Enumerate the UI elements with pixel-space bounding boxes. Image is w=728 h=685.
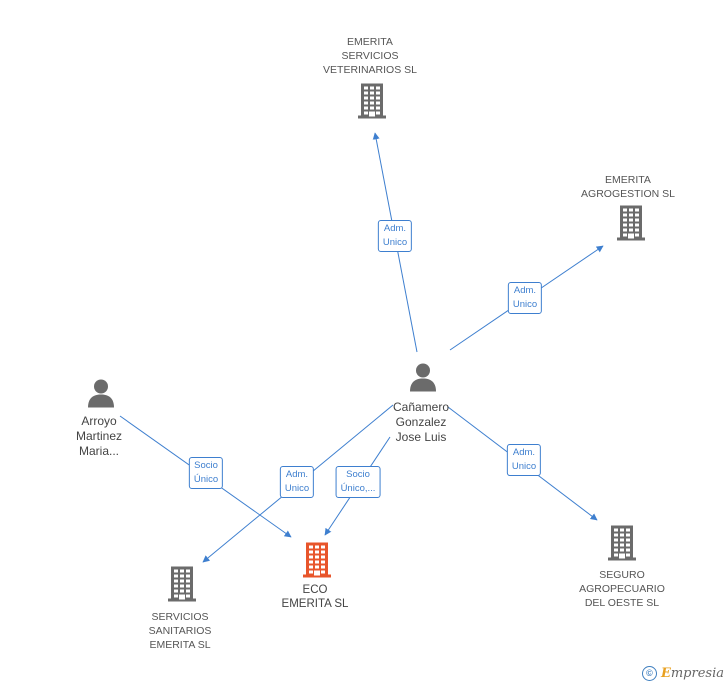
- building-icon[interactable]: [616, 205, 646, 246]
- person-icon[interactable]: [86, 378, 116, 413]
- brand-first-letter: E: [660, 666, 671, 681]
- label-line: SEGURO: [599, 569, 645, 581]
- edge-label-seguro[interactable]: Adm. Unico: [506, 444, 542, 476]
- person-icon[interactable]: [408, 362, 438, 397]
- label-line: EMERITA: [605, 174, 651, 186]
- edge-label-agrogestion[interactable]: Adm. Unico: [507, 282, 543, 314]
- edge-label-line: Unico: [284, 483, 310, 494]
- label-line: ECO: [302, 584, 328, 596]
- label-line: DEL OESTE SL: [584, 597, 660, 609]
- label-line: SANITARIOS: [148, 625, 212, 637]
- edge-label-line: Adm.: [513, 285, 537, 296]
- edge-label-veterinarios[interactable]: Adm. Unico: [377, 220, 413, 252]
- building-icon[interactable]: [607, 525, 637, 566]
- label-line: SERVICIOS: [341, 50, 399, 62]
- building-icon[interactable]: [357, 83, 387, 124]
- building-icon[interactable]: [302, 542, 332, 583]
- edge-label-line: Único,...: [340, 483, 376, 494]
- label-line: SERVICIOS: [151, 611, 209, 623]
- edge-label-eco-canamero[interactable]: Socio Único,...: [335, 466, 381, 498]
- edge-label-sanitarios[interactable]: Adm. Unico: [279, 466, 315, 498]
- edge-label-eco-arroyo[interactable]: Socio Único: [188, 457, 224, 489]
- edge-label-line: Adm.: [285, 469, 309, 480]
- label-line: AGROGESTION SL: [581, 188, 675, 200]
- brand-logo: Empresia: [661, 666, 724, 681]
- node-label-canamero[interactable]: Cañamero Gonzalez Jose Luis: [393, 400, 449, 445]
- edge-label-line: Unico: [512, 299, 538, 310]
- node-label-eco[interactable]: ECO EMERITA SL: [282, 583, 349, 611]
- footer-brand[interactable]: © Empresia: [641, 666, 724, 681]
- label-line: Maria...: [78, 444, 120, 458]
- node-label-agrogestion[interactable]: EMERITA AGROGESTION SL: [581, 173, 675, 201]
- edge-label-line: Socio: [346, 469, 370, 480]
- node-label-veterinarios[interactable]: EMERITA SERVICIOS VETERINARIOS SL: [323, 35, 417, 77]
- building-icon[interactable]: [167, 566, 197, 607]
- label-line: Jose Luis: [395, 430, 447, 444]
- label-line: EMERITA SL: [149, 639, 211, 651]
- edge-label-line: Adm.: [383, 223, 407, 234]
- label-line: Cañamero: [392, 400, 450, 414]
- label-line: Martinez: [75, 429, 123, 443]
- edge-label-line: Unico: [511, 461, 537, 472]
- brand-name: mpresia: [670, 666, 724, 681]
- copyright-icon: ©: [641, 666, 657, 681]
- edge-label-line: Unico: [382, 237, 408, 248]
- edge-label-line: Único: [193, 474, 219, 485]
- label-line: AGROPECUARIO: [579, 583, 665, 595]
- node-label-arroyo[interactable]: Arroyo Martinez Maria...: [76, 414, 122, 459]
- label-line: VETERINARIOS SL: [323, 64, 417, 76]
- edge-label-line: Socio: [194, 460, 218, 471]
- edge-label-line: Adm.: [512, 447, 536, 458]
- label-line: Arroyo: [81, 414, 117, 428]
- node-label-sanitarios[interactable]: SERVICIOS SANITARIOS EMERITA SL: [149, 610, 212, 652]
- label-line: EMERITA: [347, 36, 393, 48]
- node-label-seguro[interactable]: SEGURO AGROPECUARIO DEL OESTE SL: [579, 568, 665, 610]
- label-line: EMERITA SL: [281, 598, 349, 610]
- label-line: Gonzalez: [395, 415, 447, 429]
